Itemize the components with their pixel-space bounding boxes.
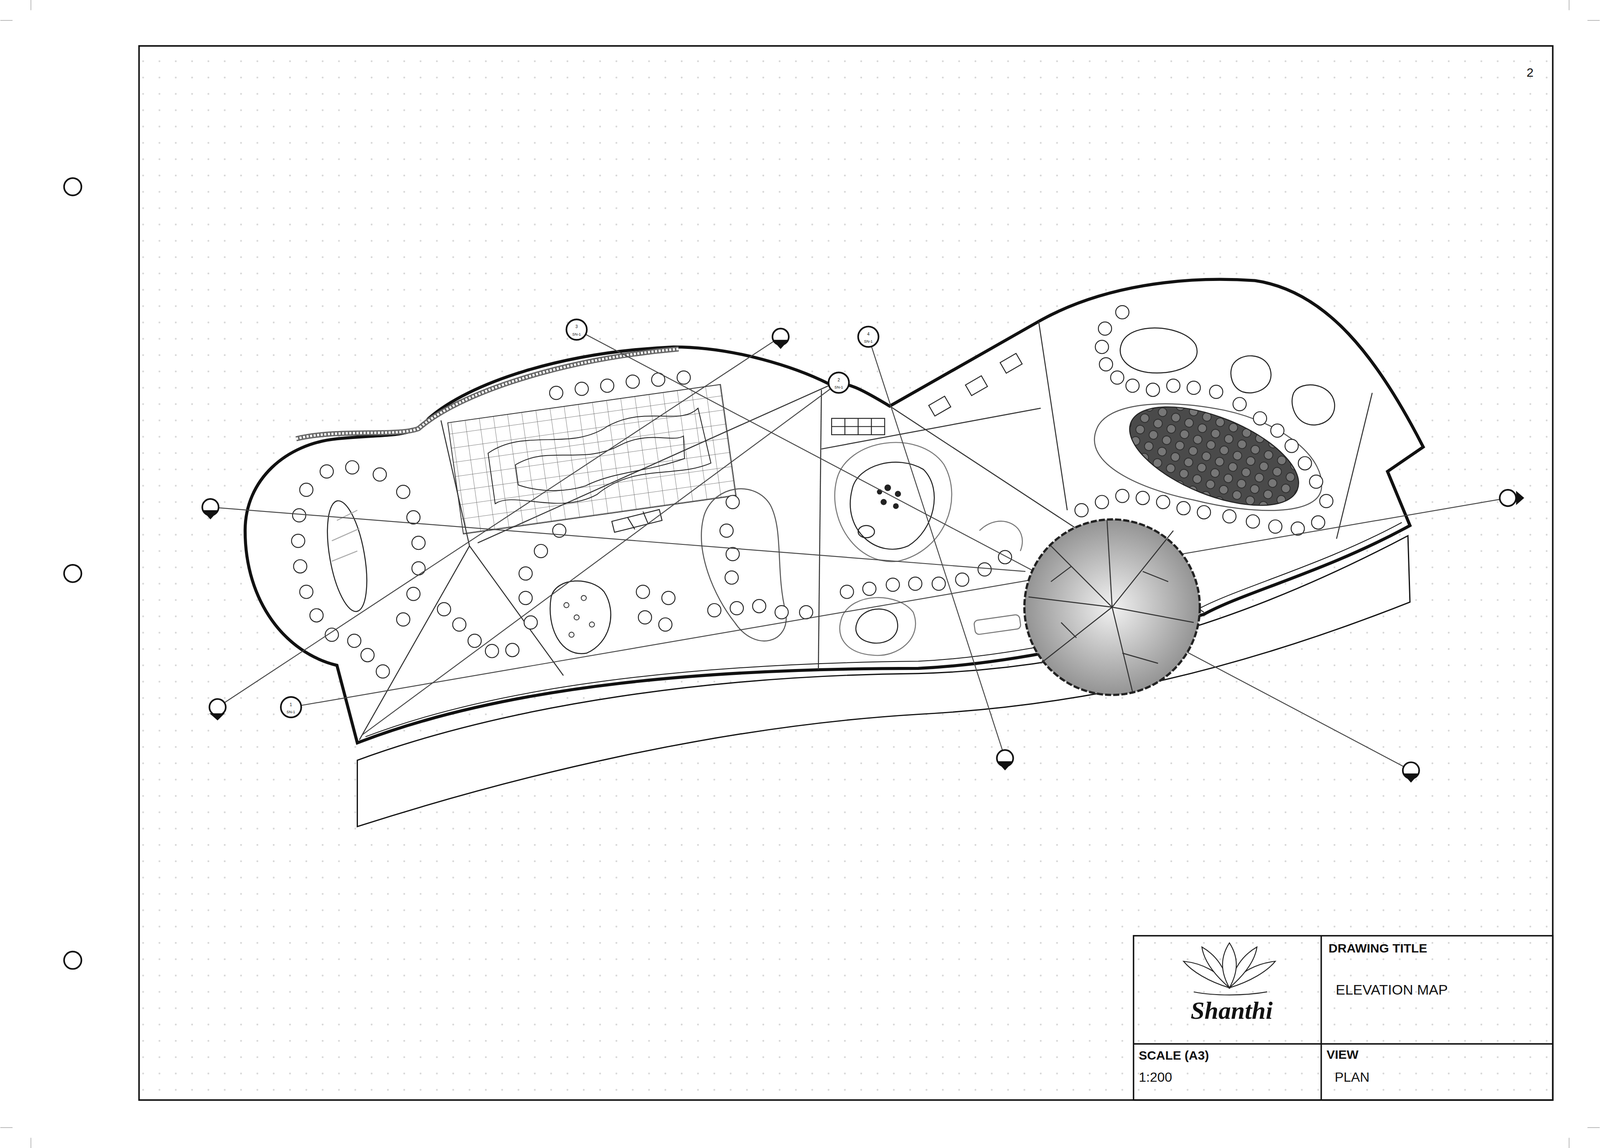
sheet-reference: SN-1	[572, 332, 581, 337]
callout-number-holder: 2	[837, 375, 840, 383]
view-heading: VIEW	[1326, 1047, 1359, 1061]
sheet-reference: SN-1	[286, 710, 296, 715]
scale-heading-holder: SCALE (A3)	[1138, 1047, 1209, 1062]
sheet-reference-holder: SN-1	[864, 336, 873, 345]
sheet-reference: SN-1	[834, 385, 844, 390]
callout-number: 4	[867, 331, 870, 337]
scale-value-holder: 1:200	[1138, 1069, 1173, 1085]
drawing-title-holder: ELEVATION MAP	[1335, 981, 1448, 998]
callout-number: 2	[837, 377, 840, 383]
view-value-holder: PLAN	[1334, 1069, 1370, 1085]
sheet-reference: SN-1	[864, 339, 873, 344]
callout-number-holder: 1	[289, 700, 293, 708]
callout-number: 1	[289, 702, 293, 707]
callout-number-holder: 3	[575, 322, 578, 330]
view-value: PLAN	[1334, 1069, 1370, 1085]
sheet-number: 2	[1526, 65, 1534, 80]
sheet-number-holder: 2	[1526, 65, 1534, 80]
sheet-reference-holder: SN-1	[834, 382, 844, 390]
title-heading-holder: DRAWING TITLE	[1328, 940, 1428, 955]
drawing-title: ELEVATION MAP	[1335, 981, 1448, 998]
sheet-reference-holder: SN-1	[286, 707, 296, 715]
callout-number: 3	[575, 324, 578, 329]
scale-heading: SCALE (A3)	[1138, 1047, 1209, 1062]
sheet-reference-holder: SN-1	[572, 329, 581, 338]
view-heading-holder: VIEW	[1326, 1047, 1359, 1061]
title-heading: DRAWING TITLE	[1328, 940, 1428, 955]
logo-text: Shanthi	[1190, 996, 1273, 1024]
scale-value: 1:200	[1138, 1069, 1173, 1085]
callout-number-holder: 4	[867, 329, 870, 338]
logo-text-holder: Shanthi	[1190, 996, 1273, 1024]
